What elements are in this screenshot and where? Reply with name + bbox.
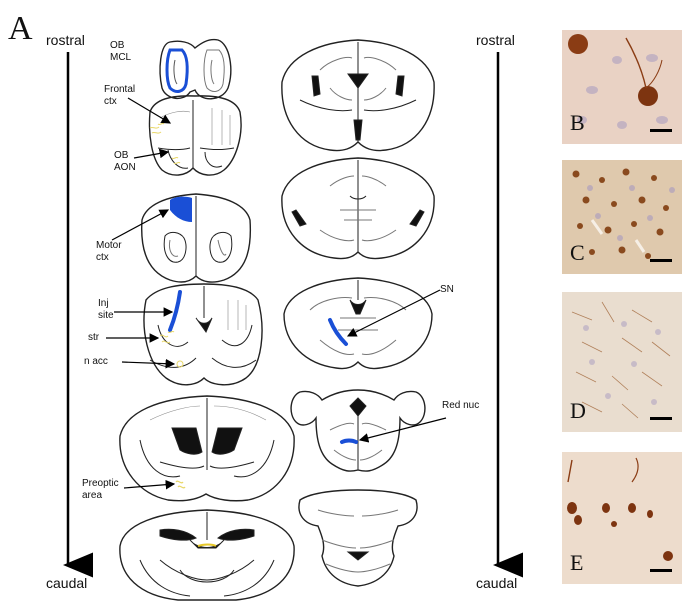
section-middle-1 [282,40,434,151]
label-str: str [88,332,99,344]
n-acc-arrow [122,362,174,364]
motor-ctx-projection [170,197,192,222]
micrograph-c: C [562,160,682,274]
scale-bar-e [650,569,672,572]
scale-bar-b [650,129,672,132]
micrograph-b: B [562,30,682,144]
section-motor-cortex [142,194,251,282]
sn-projection [330,320,346,344]
section-middle-4 [291,390,425,471]
section-posterior [120,510,294,600]
ob-aon-arrow [134,152,168,158]
section-middle-2 [282,158,434,259]
scale-bar-d [650,417,672,420]
red-nuc-projection [342,441,356,443]
section-frontal [150,96,242,175]
section-middle-5 [299,490,417,586]
section-olfactory-bulb [160,40,231,99]
section-middle-3 [284,278,432,369]
motor-ctx-arrow [112,210,168,240]
micrograph-b-letter: B [570,110,585,136]
micrograph-c-letter: C [570,240,585,266]
section-preoptic [120,396,294,501]
sn-arrow [348,290,440,336]
micrograph-e: E [562,452,682,584]
micrograph-d: D [562,292,682,432]
label-red-nuc: Red nuc [442,400,479,412]
section-striatum [144,284,262,385]
micrograph-d-letter: D [570,398,586,424]
injection-track [170,292,180,330]
micrograph-e-letter: E [570,550,583,576]
preoptic-label-marks [176,481,185,488]
preoptic-arrow [124,484,174,488]
posterior-yellow-mark [198,545,216,547]
scale-bar-c [650,259,672,262]
label-sn: SN [440,284,454,296]
striatum-label-marks [160,331,183,367]
label-n-acc: n acc [84,356,108,368]
